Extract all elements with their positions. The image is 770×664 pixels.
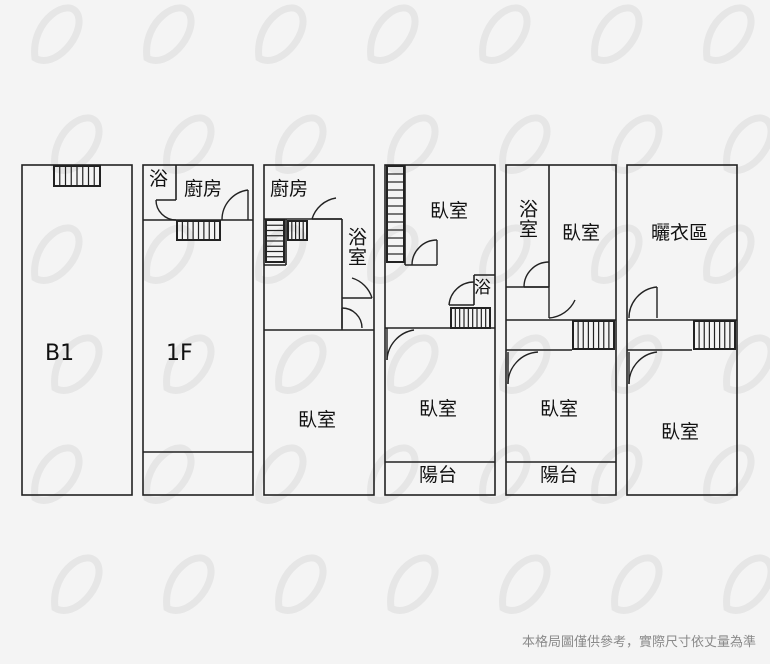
room-label-bath-1f: 浴 bbox=[149, 168, 169, 190]
watermark-logo bbox=[499, 554, 551, 614]
floor-label-b1: B1 bbox=[45, 341, 75, 366]
room-label-bedroom-5f: 臥室 bbox=[661, 421, 700, 443]
watermark-logo bbox=[143, 224, 195, 284]
watermark-logo bbox=[591, 224, 643, 284]
watermark-logo bbox=[703, 224, 755, 284]
watermark-logo bbox=[723, 114, 770, 174]
room-label-kitchen-1f: 廚房 bbox=[184, 178, 223, 200]
floor-outline-b1 bbox=[21, 164, 133, 496]
stair-2f-right bbox=[287, 220, 308, 241]
watermark-logo bbox=[479, 4, 531, 64]
door-4f-bedroom-swing bbox=[507, 351, 539, 385]
room-label-bath-3f: 浴 bbox=[474, 278, 491, 298]
watermark-logo bbox=[387, 334, 439, 394]
watermark-logo bbox=[163, 554, 215, 614]
watermark-logo bbox=[387, 114, 439, 174]
room-label-bedroom-top-3f: 臥室 bbox=[430, 200, 469, 222]
floor-outline-5f bbox=[626, 164, 738, 496]
watermark-logo bbox=[163, 334, 215, 394]
watermark-logo bbox=[143, 444, 195, 504]
watermark-logo bbox=[31, 224, 83, 284]
room-label-balcony-4f: 陽台 bbox=[540, 464, 579, 486]
door-1f-kitchen-swing bbox=[221, 189, 249, 221]
watermark-logo bbox=[143, 4, 195, 64]
floor-outline-3f bbox=[384, 164, 496, 496]
stair-3f-left bbox=[386, 165, 405, 263]
room-label-bath-2f: 浴室 bbox=[345, 227, 367, 267]
watermark-logo bbox=[499, 114, 551, 174]
watermark-logo bbox=[275, 334, 327, 394]
room-label-balcony-3f: 陽台 bbox=[419, 464, 458, 486]
door-3f-bedroom-top-swing bbox=[411, 239, 438, 266]
stair-2f-left bbox=[265, 219, 285, 263]
door-5f-bedroom-swing bbox=[628, 351, 658, 385]
door-2f-bath-swing bbox=[351, 277, 373, 299]
room-label-bedroom-4f: 臥室 bbox=[540, 398, 579, 420]
room-label-bath-4f: 浴室 bbox=[516, 199, 538, 239]
watermark-logo bbox=[611, 554, 663, 614]
watermark-logo bbox=[703, 4, 755, 64]
watermark-logo bbox=[255, 444, 307, 504]
watermark-logo bbox=[591, 4, 643, 64]
floor-outline-4f bbox=[505, 164, 617, 496]
watermark-logo bbox=[255, 4, 307, 64]
watermark-logo bbox=[275, 554, 327, 614]
watermark-logo bbox=[479, 444, 531, 504]
watermark-logo bbox=[51, 334, 103, 394]
room-label-bedroom-2f: 臥室 bbox=[298, 409, 337, 431]
watermark-logo bbox=[275, 114, 327, 174]
watermark-logo bbox=[479, 224, 531, 284]
door-3f-bedroom-swing bbox=[386, 329, 415, 361]
watermark-logo bbox=[611, 114, 663, 174]
room-label-kitchen-2f: 廚房 bbox=[270, 178, 309, 200]
watermark-logo bbox=[703, 444, 755, 504]
stair-1f bbox=[176, 220, 221, 241]
watermark-logo bbox=[31, 444, 83, 504]
disclaimer-text: 本格局圖僅供參考，實際尺寸依丈量為準 bbox=[521, 635, 756, 650]
floor-outline-1f bbox=[142, 164, 254, 496]
door-1f-bath-swing bbox=[155, 199, 177, 221]
watermark-logo bbox=[387, 554, 439, 614]
door-5f-laundry-swing bbox=[628, 286, 658, 319]
door-2f-kitchen-swing bbox=[311, 197, 337, 220]
door-3f-bath-swing bbox=[448, 281, 475, 306]
watermark bbox=[31, 4, 770, 614]
watermark-logo bbox=[723, 554, 770, 614]
watermark-logo bbox=[723, 334, 770, 394]
watermark-logo bbox=[367, 4, 419, 64]
room-label-bedroom-3f: 臥室 bbox=[419, 398, 458, 420]
stair-b1 bbox=[53, 165, 101, 187]
room-label-laundry-5f: 曬衣區 bbox=[651, 222, 709, 244]
watermark-logo bbox=[499, 334, 551, 394]
floor-label-1f: 1F bbox=[166, 341, 193, 366]
watermark-logo bbox=[591, 444, 643, 504]
stair-5f bbox=[693, 320, 736, 350]
door-2f-bedroom-swing bbox=[341, 307, 363, 329]
stair-4f bbox=[572, 320, 615, 350]
watermark-logo bbox=[611, 334, 663, 394]
door-4f-bath-swing bbox=[523, 261, 550, 288]
watermark-logo bbox=[51, 554, 103, 614]
door-4f-bedroom-top-swing bbox=[548, 299, 576, 319]
room-label-bedroom-top-4f: 臥室 bbox=[562, 222, 601, 244]
watermark-logo bbox=[367, 224, 419, 284]
stair-3f-right bbox=[450, 307, 491, 329]
watermark-logo bbox=[163, 114, 215, 174]
watermark-logo bbox=[51, 114, 103, 174]
watermark-logo bbox=[31, 4, 83, 64]
watermark-logo bbox=[367, 444, 419, 504]
